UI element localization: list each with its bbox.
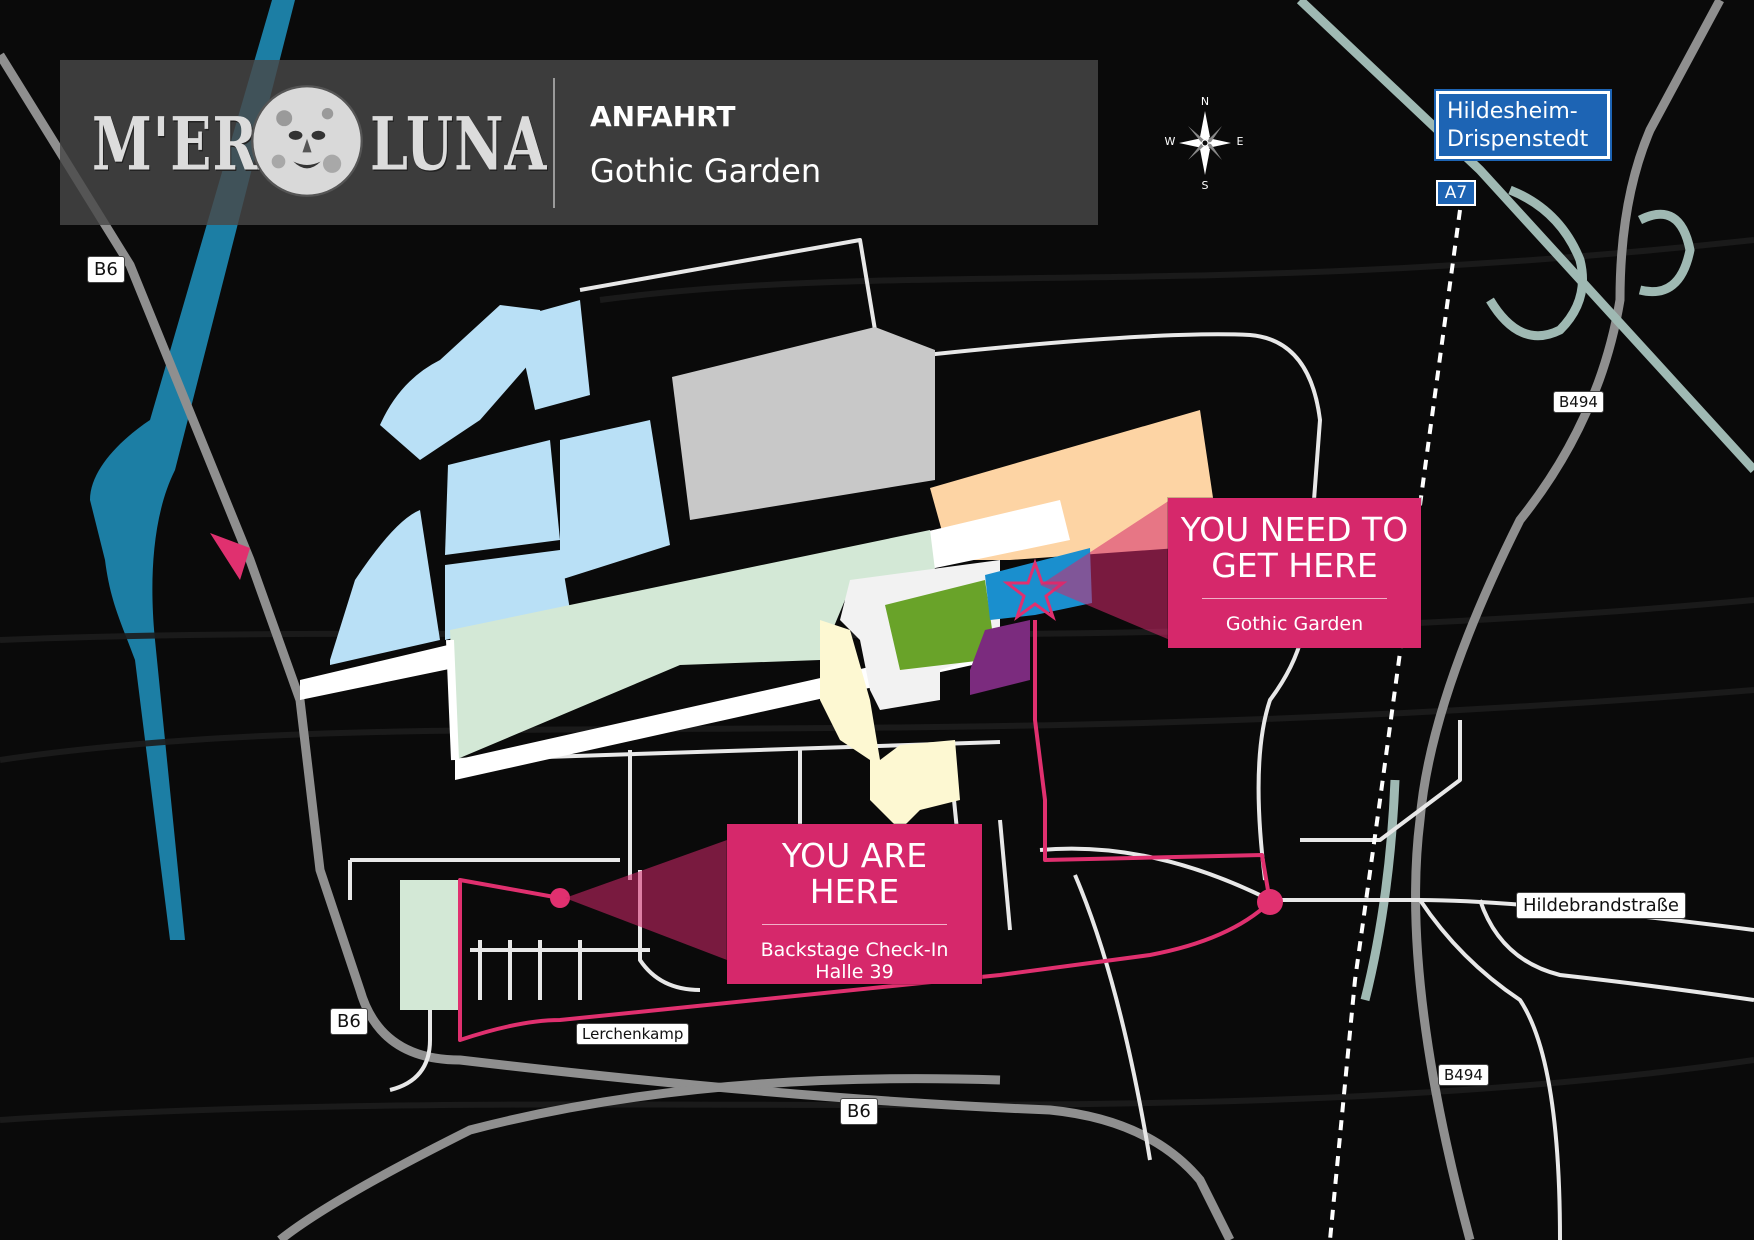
- destination-line1: YOU NEED TO: [1180, 510, 1409, 549]
- road-label-b6-north: B6: [87, 256, 125, 283]
- highway-sign: Hildesheim- Drispenstedt: [1434, 89, 1612, 161]
- direction-arrow-icon: [210, 533, 250, 580]
- a7-motorway: [1296, 0, 1754, 1002]
- page-title: ANFAHRT: [590, 100, 736, 133]
- destination-detail: Gothic Garden: [1225, 613, 1364, 635]
- origin-detail-2: Halle 39: [815, 961, 894, 983]
- origin-line2: HERE: [809, 872, 900, 911]
- camping-areas: [330, 300, 670, 665]
- origin-detail-1: Backstage Check-In: [760, 939, 949, 961]
- road-b494: [1411, 0, 1724, 1240]
- moon-face-icon: [251, 85, 363, 197]
- origin-callout-pointer: [565, 840, 727, 960]
- road-label-b494-north: B494: [1553, 391, 1604, 413]
- page-subtitle: Gothic Garden: [590, 152, 822, 190]
- yellow-area: [820, 620, 960, 830]
- compass-rose-icon: N E S W: [1165, 95, 1244, 192]
- road-label-b494-south: B494: [1438, 1064, 1489, 1086]
- purple-area: [970, 620, 1030, 695]
- origin-callout: YOU ARE HERE Backstage Check-In Halle 39: [727, 824, 982, 984]
- runway-edge: [446, 639, 459, 761]
- green-area: [885, 580, 995, 670]
- destination-line2: GET HERE: [1211, 546, 1378, 585]
- parking-area: [672, 327, 935, 520]
- origin-dot-icon: [550, 888, 570, 908]
- gothic-garden-area: [985, 548, 1092, 620]
- logo-word-right: LUNA: [370, 100, 548, 188]
- highway-sign-line1: Hildesheim-: [1447, 99, 1578, 124]
- origin-line1: YOU ARE: [781, 836, 928, 875]
- road-b6-south: [277, 1074, 1001, 1240]
- compass-e: E: [1237, 135, 1244, 148]
- header-panel: M'ERA LUNA ANFAHRT Gothic Garden: [60, 60, 1098, 225]
- runway-strip: [450, 530, 935, 760]
- road-label-b6-south: B6: [840, 1098, 878, 1125]
- river: [90, 0, 295, 940]
- road-b6: [0, 52, 1235, 1240]
- compass-n: N: [1201, 95, 1209, 108]
- route-junction-dot: [1257, 889, 1283, 915]
- route-shield-a7: A7: [1436, 180, 1476, 206]
- compass-s: S: [1202, 179, 1209, 192]
- compass-w: W: [1165, 135, 1176, 148]
- origin-rule: [762, 924, 947, 925]
- road-label-b6-west: B6: [330, 1008, 368, 1035]
- header-divider: [553, 78, 555, 208]
- road-label-hildebrandstrasse: Hildebrandstraße: [1516, 892, 1687, 919]
- destination-callout-pointer: [1040, 500, 1170, 640]
- festival-logo: M'ERA LUNA: [82, 82, 546, 202]
- road-label-lerchenkamp: Lerchenkamp: [576, 1023, 690, 1045]
- destination-rule: [1202, 598, 1387, 599]
- highway-sign-line2: Drispenstedt: [1447, 127, 1589, 152]
- destination-callout: YOU NEED TO GET HERE Gothic Garden: [1168, 498, 1421, 648]
- green-lot: [400, 880, 460, 1010]
